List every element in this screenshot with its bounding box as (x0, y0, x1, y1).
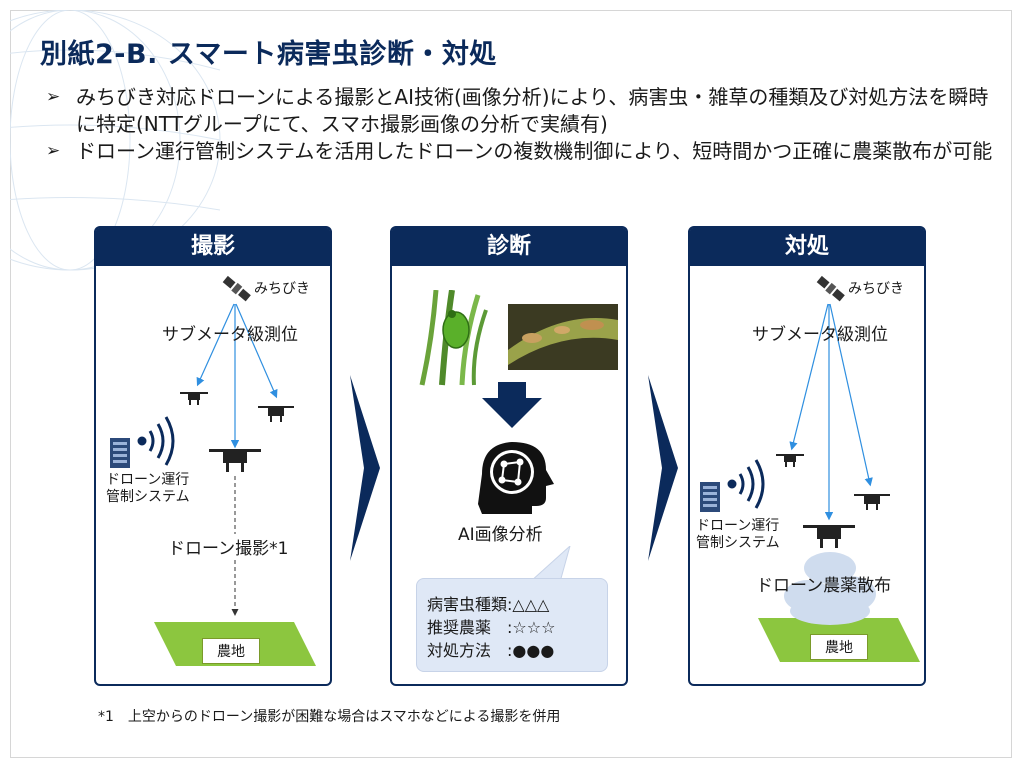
capture-label: ドローン撮影*1 (168, 534, 289, 559)
panel-title: 診断 (392, 228, 626, 266)
diagnosis-result-bubble: 病害虫種類:△△△ 推奨農薬 :☆☆☆ 対処方法 :●●● (416, 578, 608, 672)
control-system-label: 管制システム (106, 489, 190, 505)
signal-icon (137, 416, 175, 466)
drone-icon (776, 454, 804, 467)
positioning-label: サブメータ級測位 (162, 325, 298, 345)
bullet-text: ドローン運行管制システムを活用したドローンの複数機制御により、短時間かつ正確に農… (76, 139, 993, 163)
bubble-tail (529, 546, 571, 582)
positioning-label: サブメータ級測位 (752, 325, 888, 345)
arrow-bullet-icon: ➢ (46, 87, 61, 107)
result-value: :☆☆☆ (507, 618, 556, 637)
field-label: 農地 (810, 634, 868, 660)
bullet-list: ➢ みちびき対応ドローンによる撮影とAI技術(画像分析)により、病害虫・雑草の種… (46, 84, 1006, 165)
control-system-label: 管制システム (696, 535, 780, 551)
signal-icon (727, 459, 765, 509)
drone-icon (209, 449, 261, 472)
result-value: :△△△ (507, 595, 550, 614)
bullet-item: ➢ みちびき対応ドローンによる撮影とAI技術(画像分析)により、病害虫・雑草の種… (46, 84, 1006, 138)
result-value: :●●● (507, 641, 555, 660)
globe-decoration (10, 10, 221, 271)
bullet-text: みちびき対応ドローンによる撮影とAI技術(画像分析)により、病害虫・雑草の種類及… (76, 85, 989, 136)
satellite-label: みちびき (254, 281, 310, 297)
spray-label: ドローン農薬散布 (756, 576, 892, 596)
panel-title: 撮影 (96, 228, 330, 266)
result-row: 対処方法 :●●● (427, 637, 554, 661)
chevron-right-icon (648, 375, 678, 561)
satellite-label: みちびき (848, 281, 904, 297)
server-icon (700, 482, 720, 512)
result-row: 病害虫種類:△△△ (427, 591, 549, 615)
insect-photo-icon (419, 290, 488, 386)
slide-frame (10, 10, 1012, 758)
ai-head-icon (478, 442, 554, 514)
spray-cloud-icon (784, 552, 876, 625)
bullet-item: ➢ ドローン運行管制システムを活用したドローンの複数機制御により、短時間かつ正確… (46, 138, 1006, 165)
arrow-bullet-icon: ➢ (46, 141, 61, 161)
chevron-right-icon (350, 375, 380, 561)
ai-analysis-label: AI画像分析 (458, 525, 543, 545)
page-title: 別紙2-B. スマート病害虫診断・対処 (40, 39, 497, 70)
diagnosis-illustration (419, 290, 618, 514)
drone-icon (803, 525, 855, 548)
field-label: 農地 (202, 638, 260, 664)
satellite-icon (222, 275, 251, 302)
result-label: 病害虫種類 (427, 595, 508, 614)
panel-title: 対処 (690, 228, 924, 266)
result-row: 推奨農薬 :☆☆☆ (427, 614, 555, 638)
footnote: *1 上空からのドローン撮影が困難な場合はスマホなどによる撮影を併用 (98, 709, 561, 725)
drone-icon (180, 392, 208, 405)
result-label: 推奨農薬 (427, 618, 508, 637)
satellite-icon (816, 275, 845, 302)
down-arrow-icon (482, 382, 542, 428)
control-system-label: ドローン運行 (106, 472, 190, 488)
leaf-disease-photo-icon (508, 304, 618, 370)
drone-icon (258, 406, 294, 422)
control-system-label: ドローン運行 (696, 518, 780, 534)
drone-icon (854, 494, 890, 510)
capture-panel: 撮影 (94, 226, 332, 686)
result-label: 対処方法 (427, 641, 508, 660)
server-icon (110, 438, 130, 468)
